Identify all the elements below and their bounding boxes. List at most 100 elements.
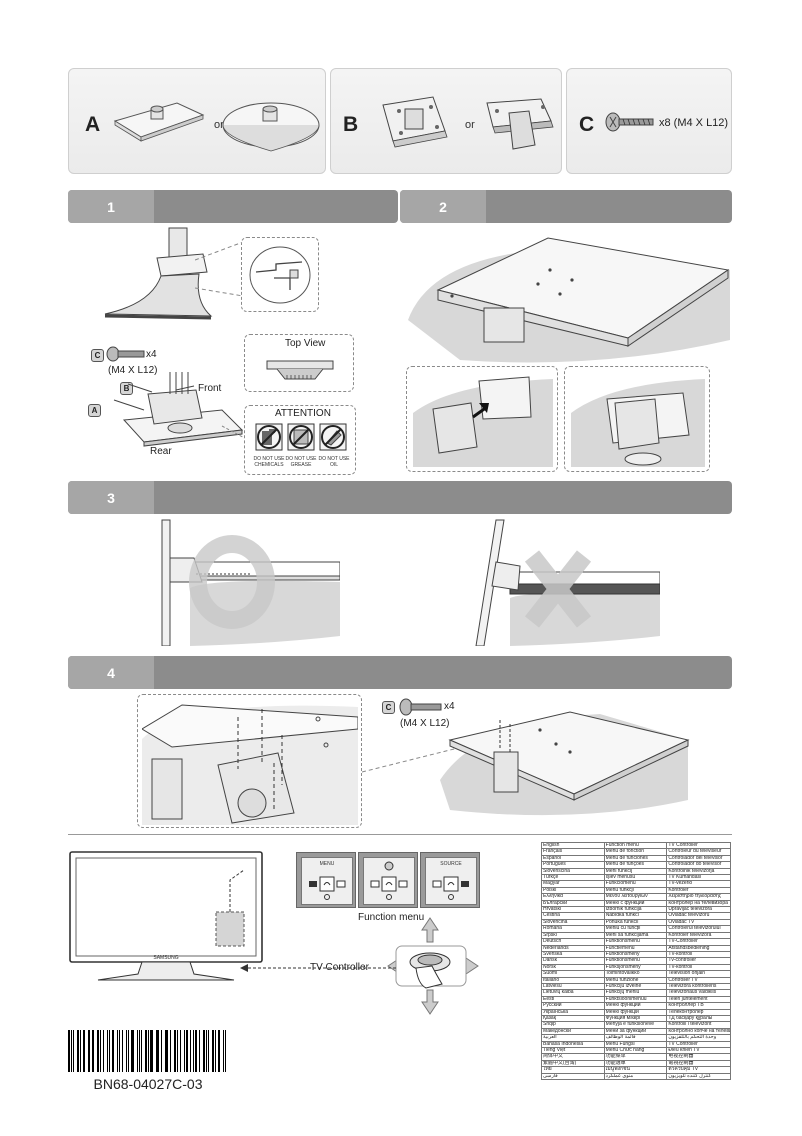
part-a-letter: A xyxy=(85,113,101,136)
step-1-zoom-dash-lines xyxy=(195,241,244,297)
barcode-bar xyxy=(141,1030,143,1072)
barcode-bar xyxy=(87,1030,89,1072)
barcode-bar xyxy=(214,1030,216,1072)
step-3-bar: 3 xyxy=(68,481,732,514)
language-cell: Teleri juhtelement xyxy=(666,995,731,1004)
stand-neck-illustration-2 xyxy=(486,98,554,150)
screw-icon xyxy=(605,112,654,132)
step-2-number: 2 xyxy=(400,190,486,223)
step-3-number: 3 xyxy=(68,481,154,514)
function-menu-icons-3 xyxy=(432,876,469,900)
step-4-number: 4 xyxy=(68,656,154,689)
barcode-bar xyxy=(102,1030,104,1072)
barcode-bar xyxy=(224,1030,227,1072)
function-menu-panel-3[interactable]: SOURCE xyxy=(420,852,480,908)
barcode xyxy=(68,1030,228,1072)
step-1-assembly-illustration xyxy=(113,372,253,447)
function-menu-panel-2[interactable] xyxy=(358,852,418,908)
barcode-bar xyxy=(166,1030,168,1072)
zoom-detail-illustration xyxy=(249,246,311,304)
barcode-bar xyxy=(131,1030,134,1072)
barcode-bar xyxy=(169,1030,171,1072)
part-a-box: A or xyxy=(68,68,326,174)
barcode-bar xyxy=(138,1030,140,1072)
top-view-box: Top View xyxy=(244,334,354,392)
step-1-rear-label: Rear xyxy=(150,446,172,457)
barcode-bar xyxy=(99,1030,101,1072)
step-1-part-c-label: C xyxy=(91,349,104,362)
barcode-bar xyxy=(222,1030,224,1072)
barcode-bar xyxy=(150,1030,153,1072)
barcode-bar xyxy=(70,1030,72,1072)
language-cell: TV-kontroll xyxy=(666,963,731,972)
language-cell: Television ohjain xyxy=(666,970,731,978)
barcode-bar xyxy=(199,1030,201,1072)
language-cell: Χειριστήριο τηλεόρασης xyxy=(666,893,731,901)
step-1-stand-illustration xyxy=(104,227,213,320)
barcode-bar xyxy=(117,1030,118,1072)
language-cell: Controlador del televisor xyxy=(666,854,731,863)
language-cell: Televizoriaus valdiklis xyxy=(666,989,731,997)
step-2-bar: 2 xyxy=(400,190,732,223)
section-divider xyxy=(68,834,732,835)
barcode-bar xyxy=(205,1030,207,1072)
function-menu-icons-1 xyxy=(309,876,346,900)
language-cell: TV-Controller xyxy=(666,938,731,946)
barcode-bar xyxy=(118,1030,120,1072)
language-cell: Ovládač TV xyxy=(666,918,731,927)
no-oil-icon xyxy=(319,423,347,451)
barcode-bar xyxy=(217,1030,220,1072)
step-1-front-label: Front xyxy=(198,383,222,394)
barcode-bar xyxy=(164,1030,166,1072)
barcode-bar xyxy=(127,1030,130,1072)
language-cell: Ovladač televizoru xyxy=(666,912,731,920)
barcode-bar xyxy=(208,1030,210,1072)
step-4-screw-count: x4 xyxy=(444,701,455,712)
part-c-spec: x8 (M4 X L12) xyxy=(659,117,729,129)
barcode-bar xyxy=(80,1030,82,1072)
language-cell: Controlador do televisor xyxy=(666,861,731,869)
language-cell: ТД басқару құралы xyxy=(666,1014,731,1023)
barcode-bar xyxy=(68,1030,70,1072)
language-cell: منوی عملکرد xyxy=(603,1072,668,1081)
tv-front-illustration xyxy=(69,851,263,981)
barcode-bar xyxy=(96,1030,99,1072)
barcode-bar xyxy=(83,1030,85,1072)
tv-controller-illustration[interactable] xyxy=(386,914,486,1018)
attention-label: ATTENTION xyxy=(275,408,331,419)
barcode-bar xyxy=(77,1030,80,1072)
step-2-insert-illustration xyxy=(413,376,553,467)
function-menu-panel-1[interactable]: MENU xyxy=(296,852,356,908)
language-cell: Televizora kontrolieris xyxy=(666,982,731,991)
barcode-bar xyxy=(189,1030,191,1072)
language-cell: TV Controller xyxy=(666,841,731,850)
language-cell: TV-kontroll xyxy=(666,950,731,959)
stand-base-oval-illustration xyxy=(222,102,320,152)
step-4-zoom-dash-lines xyxy=(362,739,491,773)
barcode-bar xyxy=(195,1030,198,1072)
language-cell: Upravljač televizora xyxy=(666,906,731,914)
language-cell: Kontrolnik televizorja xyxy=(666,867,731,876)
part-c-letter: C xyxy=(579,113,595,136)
language-cell: Kontroler televizora xyxy=(666,931,731,940)
step-4-bar: 4 xyxy=(68,656,732,689)
language-cell: Телеконтролер xyxy=(666,1008,731,1017)
barcode-bar xyxy=(160,1030,162,1072)
top-view-label: Top View xyxy=(285,338,326,349)
